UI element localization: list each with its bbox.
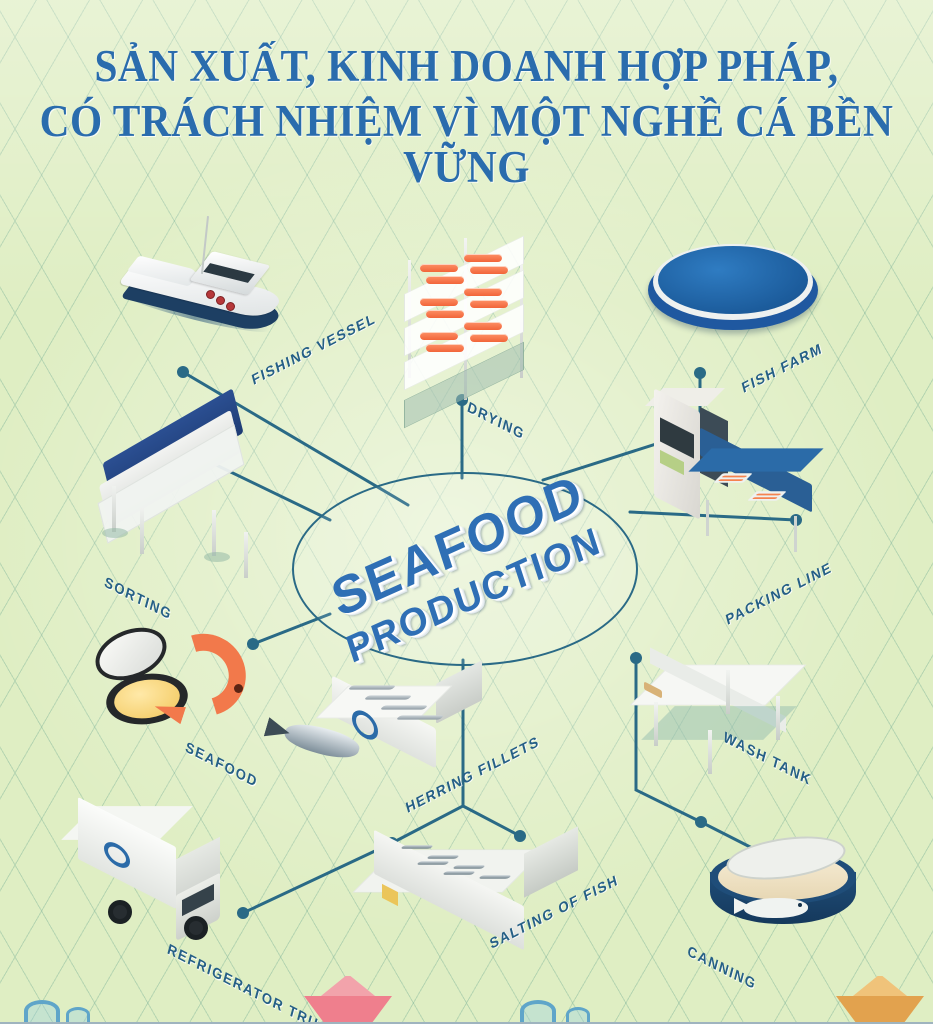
drying-fillet [426, 344, 464, 352]
wash-tank-leg [726, 670, 730, 714]
herring-fillet [395, 715, 445, 720]
canning-illustration [710, 829, 870, 954]
sorting-leg [112, 486, 116, 532]
wash-tank-illustration [629, 647, 824, 774]
drying-fillet [420, 264, 458, 272]
salting-of-fish-illustration [352, 826, 586, 951]
wave-icon [520, 1000, 556, 1022]
herring-fillet [363, 695, 413, 700]
wash-tank-leg [776, 696, 780, 740]
wash-tank-water [641, 706, 797, 740]
sorting-conveyor-illustration [92, 388, 282, 578]
boat-buoy [206, 290, 215, 299]
drying-fillet [470, 300, 508, 308]
drying-fillet [420, 332, 458, 340]
drying-fillet [426, 276, 464, 284]
sorting-leg [244, 532, 248, 578]
sorting-foot-shadow [204, 552, 230, 562]
sorting-leg [140, 508, 144, 554]
truck-wheel [184, 916, 208, 940]
packing-line-illustration [644, 388, 844, 566]
salted-fish [452, 865, 486, 869]
drying-fillet [426, 310, 464, 318]
title-line-2: CÓ TRÁCH NHIỆM VÌ MỘT NGHỀ CÁ BỀN VỮNG [39, 95, 894, 192]
salted-fish [416, 861, 450, 865]
wave-icon [66, 1007, 90, 1022]
drying-fillet [420, 298, 458, 306]
salted-fish [442, 871, 476, 875]
refrigerator-truck-illustration [61, 797, 262, 946]
title-line-1: SẢN XUẤT, KINH DOANH HỢP PHÁP, [94, 41, 839, 91]
fish-farm-water [658, 246, 808, 314]
wave-icon [24, 1000, 60, 1022]
can-fish-eye [798, 903, 802, 907]
wash-tank-leg [654, 702, 658, 746]
wash-tank-leg [708, 730, 712, 774]
drying-fillet [464, 288, 502, 296]
salted-fish [426, 855, 460, 859]
connector-salting-of-fish [461, 804, 522, 838]
drying-fillet [470, 334, 508, 342]
connector-refrigerator-truck [241, 841, 394, 915]
truck-wheel [108, 900, 132, 924]
herring-fillet [379, 705, 429, 710]
drying-fillet [464, 254, 502, 262]
bottom-rule [0, 1022, 933, 1024]
sorting-foot-shadow [102, 528, 128, 538]
can-fish-body [744, 898, 808, 918]
packing-leg [794, 516, 797, 552]
boat-buoy [226, 302, 235, 311]
seafood-illustration [87, 617, 272, 738]
wave-icon [566, 1007, 590, 1022]
drying-fillet [470, 266, 508, 274]
fishing-vessel-illustration [112, 216, 302, 342]
boat-buoy [216, 296, 225, 305]
packing-conveyor-surface [688, 448, 824, 472]
salted-fish [400, 845, 434, 849]
packing-leg [706, 500, 709, 536]
sorting-leg [212, 510, 216, 556]
salted-fish [478, 875, 512, 879]
poster-title: SẢN XUẤT, KINH DOANH HỢP PHÁP, CÓ TRÁCH … [0, 41, 933, 192]
bottom-decoration-strip [0, 976, 933, 1024]
connector-packing-line [628, 510, 798, 522]
shrimp-eye [234, 684, 243, 693]
herring-fillet [347, 685, 397, 690]
drying-fillet [464, 322, 502, 330]
drying-rack-illustration [404, 235, 544, 429]
fish-farm-illustration [648, 240, 828, 350]
hub-ellipse [292, 472, 638, 666]
packing-tray [747, 491, 787, 501]
